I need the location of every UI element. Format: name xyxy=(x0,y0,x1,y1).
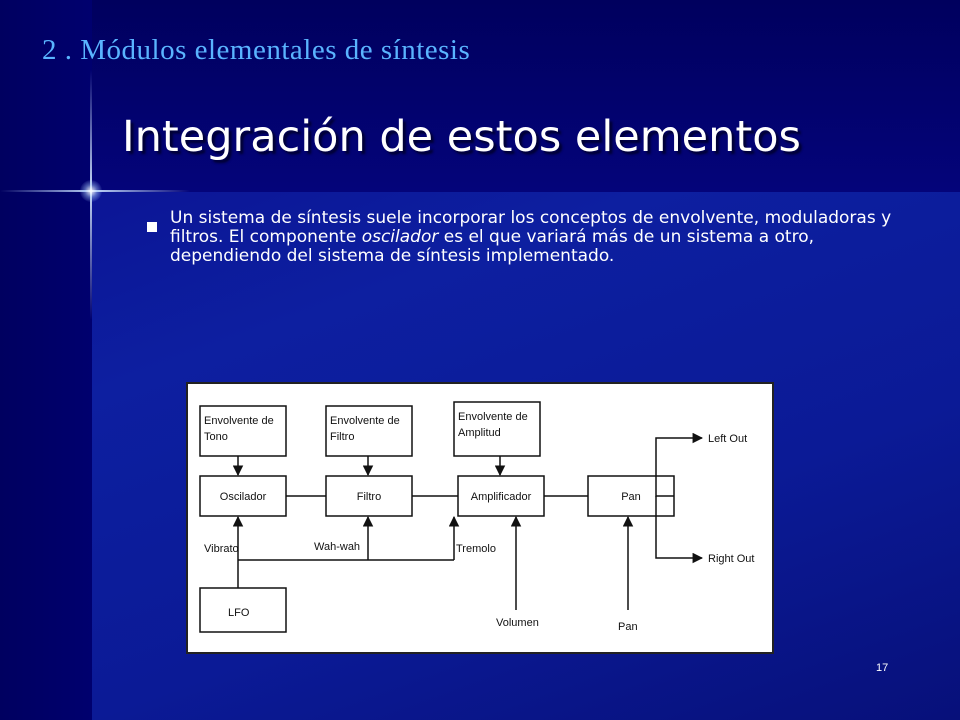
env-filtro-label-2: Filtro xyxy=(330,431,354,443)
pan-input-label: Pan xyxy=(618,621,638,633)
env-filtro-label-1: Envolvente de xyxy=(330,415,400,427)
envolvente-tono-box xyxy=(199,405,287,457)
title-background-band xyxy=(0,0,960,192)
bullet-square-icon xyxy=(147,222,157,232)
envolvente-filtro-box xyxy=(325,405,413,457)
env-amp-label-1: Envolvente de xyxy=(458,411,528,423)
env-tono-label-1: Envolvente de xyxy=(204,415,274,427)
lfo-label: LFO xyxy=(228,607,250,619)
oscilador-label: Oscilador xyxy=(220,491,267,503)
section-title: 2 . Módulos elementales de síntesis xyxy=(42,34,471,66)
wahwah-label: Wah-wah xyxy=(314,541,360,553)
filtro-label: Filtro xyxy=(357,491,381,503)
light-flare-center xyxy=(80,180,102,202)
diagram-svg: Envolvente de Tono Envolvente de Filtro … xyxy=(199,401,754,633)
bullet-text-emphasis: oscilador xyxy=(361,227,439,247)
left-out-label: Left Out xyxy=(708,433,747,445)
lfo-box xyxy=(199,587,287,633)
bullet-text-part2: es el que variará más de un sistema a ot… xyxy=(170,227,814,266)
slide-title: Integración de estos elementos xyxy=(122,112,801,162)
right-out-label: Right Out xyxy=(708,553,754,565)
bullet-text-part1: Un sistema de síntesis suele incorporar … xyxy=(170,208,892,247)
synthesis-block-diagram: Envolvente de Tono Envolvente de Filtro … xyxy=(186,382,774,654)
tremolo-label: Tremolo xyxy=(456,543,496,555)
env-amp-label-2: Amplitud xyxy=(458,427,501,439)
bullet-paragraph: Un sistema de síntesis suele incorporar … xyxy=(170,209,920,266)
amplificador-label: Amplificador xyxy=(471,491,532,503)
vibrato-label: Vibrato xyxy=(204,543,239,555)
left-background-band xyxy=(0,0,92,720)
pan-box-label: Pan xyxy=(621,491,641,503)
volumen-label: Volumen xyxy=(496,617,539,629)
env-tono-label-2: Tono xyxy=(204,431,228,443)
envolvente-amplitud-box xyxy=(453,401,541,457)
page-number: 17 xyxy=(876,662,889,674)
